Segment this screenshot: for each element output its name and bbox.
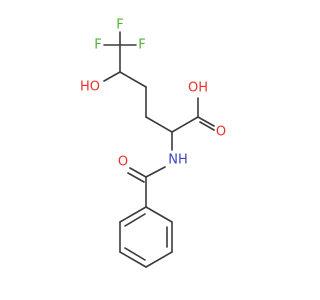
ring-double-3: [124, 213, 146, 227]
molecule-structure-diagram: F F F HO OH O NH O: [80, 18, 226, 268]
ring-double-2: [124, 247, 146, 261]
ring-bond-4: [119, 251, 147, 268]
bond-camide-o-double-b: [127, 172, 145, 183]
bond-c5-ho: [103, 71, 121, 82]
atom-f-left: F: [94, 38, 101, 53]
ring-bond-6: [119, 206, 147, 223]
atom-o-amide: O: [118, 155, 128, 170]
atom-f-top: F: [116, 18, 123, 33]
atom-nh: NH: [168, 153, 188, 168]
bond-c1-o-double-a: [197, 116, 215, 127]
bond-c1-o-double-b: [199, 121, 215, 131]
benzene-ring: [119, 206, 173, 268]
atom-labels: F F F HO OH O NH O: [80, 18, 226, 170]
ring-bond-1: [145, 206, 173, 223]
atom-ho: HO: [80, 80, 100, 95]
atom-o-acid: O: [216, 125, 226, 140]
bond-c5-c4: [119, 71, 147, 88]
bond-camide-o-double-a: [129, 167, 147, 178]
atom-oh: OH: [188, 81, 208, 96]
bonds: [103, 31, 215, 208]
atom-f-right: F: [138, 38, 145, 53]
bond-c2-c1: [171, 116, 199, 133]
bond-c3-c2: [145, 116, 173, 133]
bond-nh-camide: [145, 166, 166, 178]
ring-bond-3: [145, 251, 173, 268]
